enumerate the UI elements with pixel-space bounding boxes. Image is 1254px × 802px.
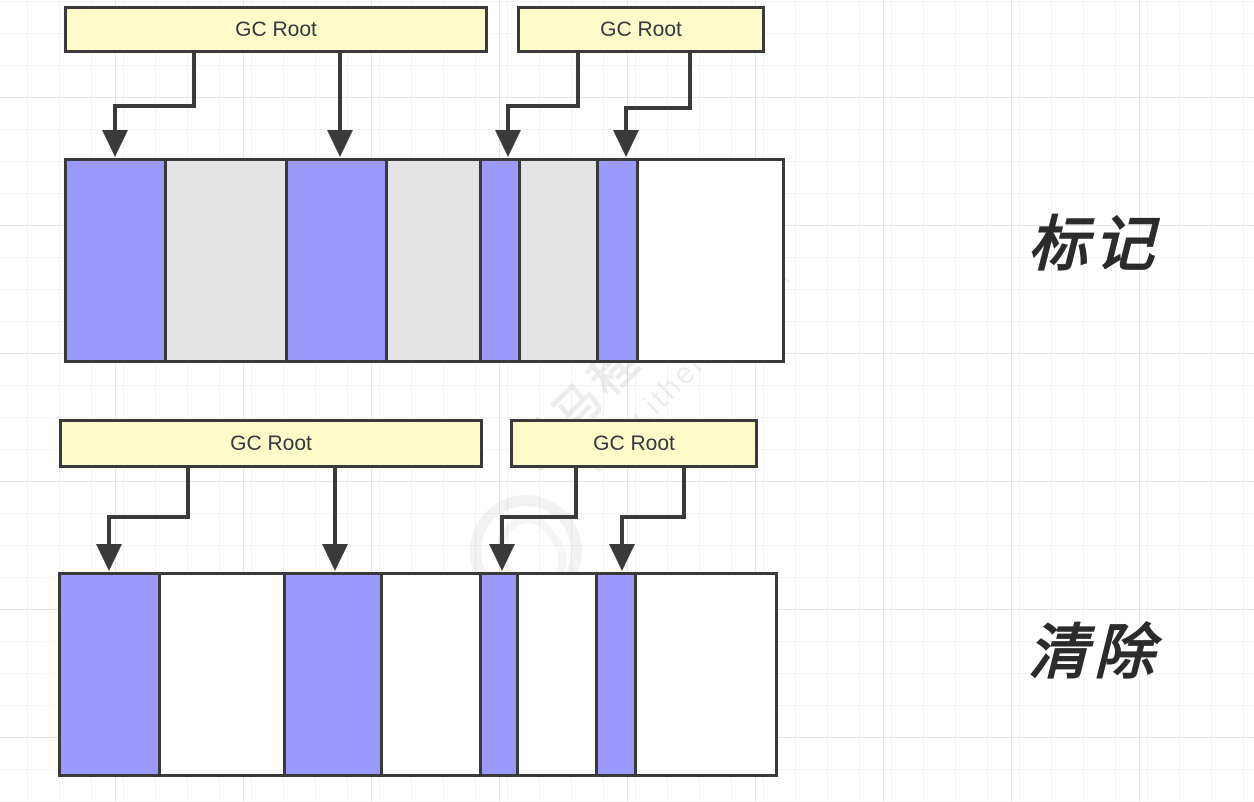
gc-root-box: GC Root: [59, 419, 483, 468]
memory-cell-live: [67, 161, 168, 360]
arrow-head-icon: [102, 130, 128, 157]
gc-root-label: GC Root: [600, 17, 682, 41]
memory-cell-live: [61, 575, 162, 774]
gc-root-label: GC Root: [230, 431, 312, 455]
memory-cell-garbage: [388, 161, 483, 360]
arrow-head-icon: [489, 544, 515, 571]
memory-cell-live: [482, 161, 521, 360]
memory-cell-garbage: [520, 161, 600, 360]
arrow-line: [506, 53, 580, 134]
memory-bar-sweep: [58, 572, 778, 777]
arrow-head-icon: [613, 130, 639, 157]
arrow-line: [620, 468, 686, 548]
memory-cell-garbage: [167, 161, 288, 360]
phase-label-mark: 标记: [1028, 211, 1160, 278]
gc-root-label: GC Root: [235, 17, 317, 41]
memory-cell-live: [285, 575, 383, 774]
memory-cell-free: [518, 575, 598, 774]
gc-root-box: GC Root: [64, 6, 488, 53]
memory-cell-free: [638, 161, 782, 360]
memory-cell-live: [597, 575, 638, 774]
arrow-head-icon: [96, 544, 122, 571]
memory-cell-live: [287, 161, 389, 360]
arrow-line: [113, 53, 196, 134]
gc-root-box: GC Root: [510, 419, 758, 468]
memory-cell-free: [161, 575, 286, 774]
arrow-head-icon: [495, 130, 521, 157]
arrow-head-icon: [322, 544, 348, 571]
memory-cell-free: [382, 575, 482, 774]
arrow-line: [624, 53, 692, 134]
arrow-head-icon: [609, 544, 635, 571]
memory-cell-live: [599, 161, 639, 360]
memory-bar-mark: [64, 158, 785, 363]
arrow-line: [107, 468, 190, 548]
gc-root-box: GC Root: [517, 6, 765, 53]
memory-cell-free: [637, 575, 775, 774]
gc-root-label: GC Root: [593, 431, 675, 455]
memory-cell-live: [481, 575, 519, 774]
phase-label-sweep: 清除: [1028, 619, 1160, 686]
arrow-line: [500, 468, 578, 548]
arrow-head-icon: [327, 130, 353, 157]
